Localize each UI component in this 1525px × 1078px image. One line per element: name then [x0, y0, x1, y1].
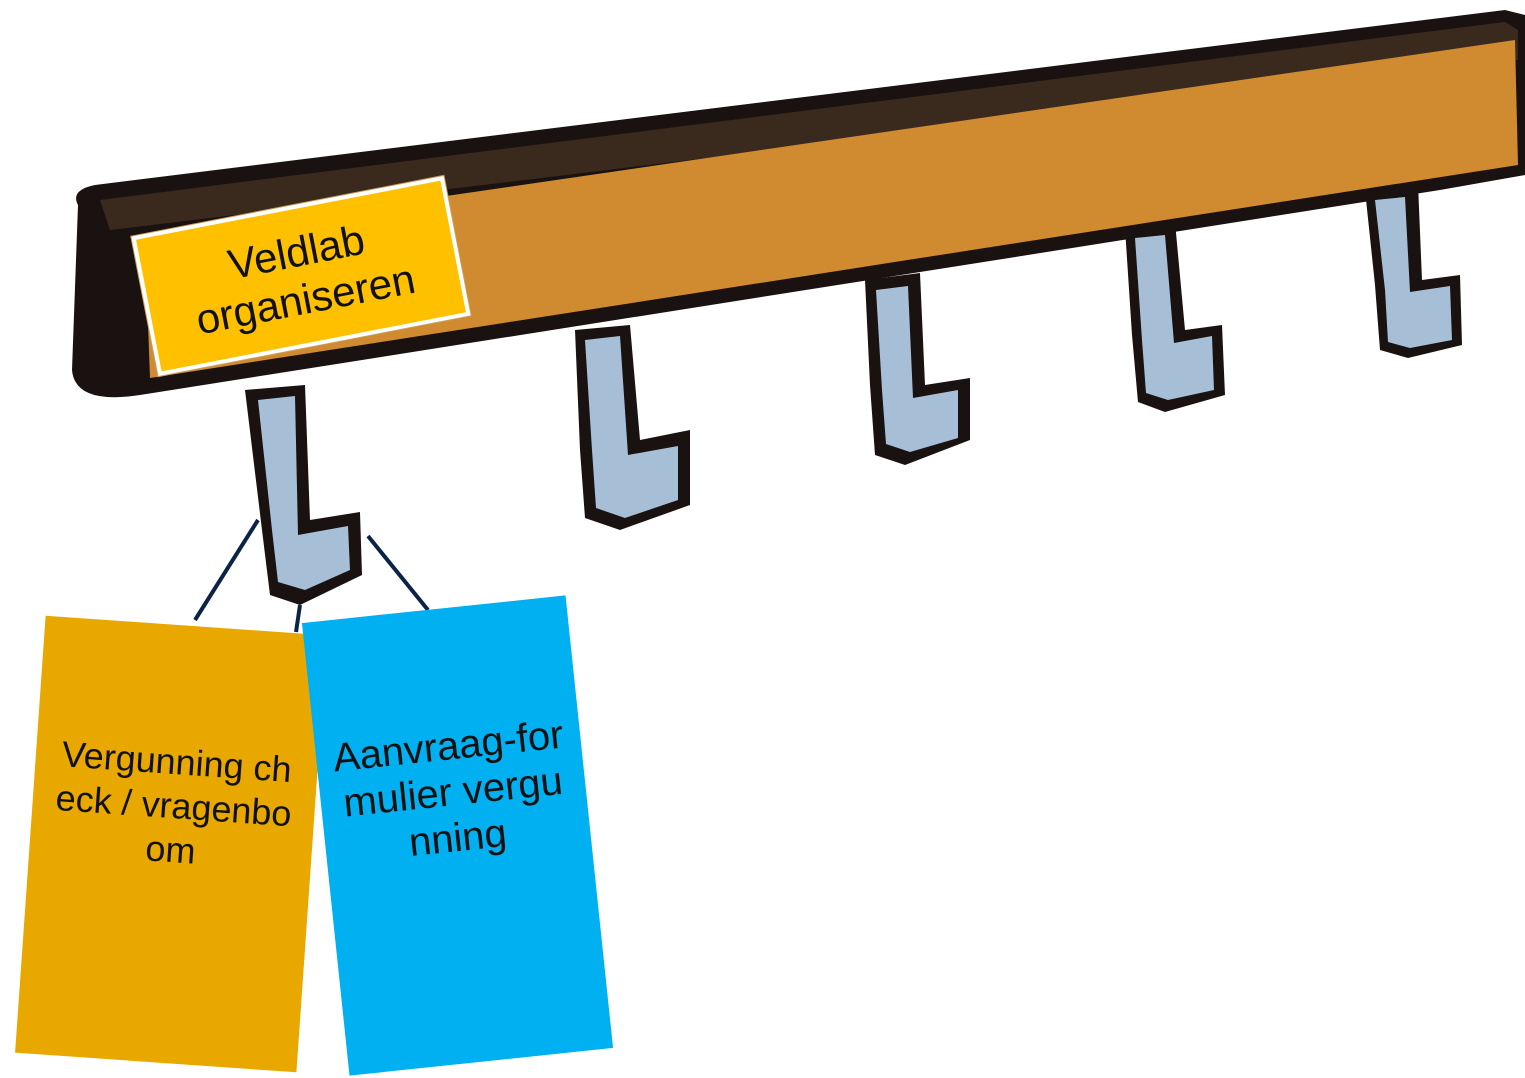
hooks [245, 184, 1462, 605]
tag-permit-check: Vergunning check / vragenboom [15, 615, 327, 1073]
hook-4 [1125, 222, 1225, 412]
hook-5 [1365, 184, 1462, 358]
hanging-strings [193, 518, 430, 633]
tag-application-form: Aanvraag-formulier vergunning [301, 595, 614, 1076]
hook-3 [865, 273, 970, 465]
hook-2 [575, 325, 690, 530]
string-middle [294, 604, 302, 633]
hook-1 [245, 385, 362, 605]
string-left [193, 518, 260, 622]
rack-top-face [100, 22, 1518, 230]
rack-front-face [145, 40, 1518, 378]
string-right [366, 534, 430, 612]
